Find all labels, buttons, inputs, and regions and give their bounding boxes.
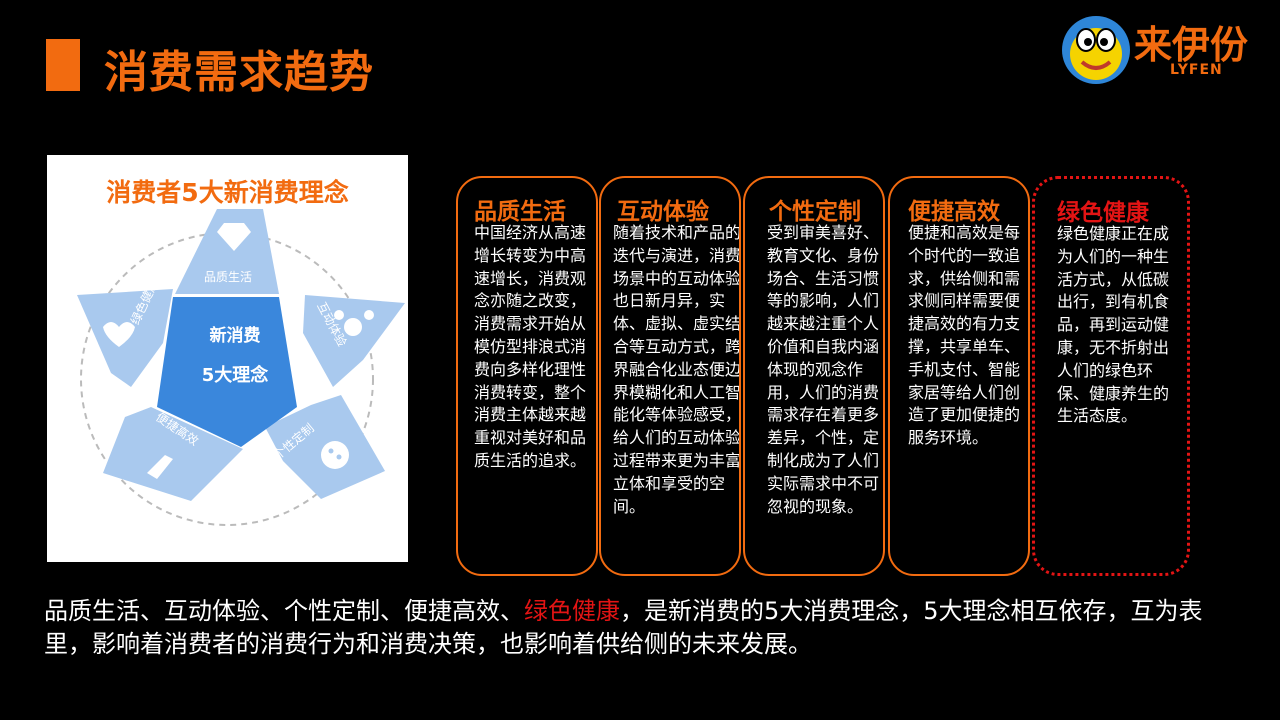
page-title: 消费需求趋势 <box>104 47 374 98</box>
center-pentagon <box>157 297 297 447</box>
center-label-2: 5大理念 <box>202 364 269 386</box>
card-body: 便捷和高效是每个时代的一致追求，供给侧和需求侧同样需要便捷高效的有力支撑，共享单… <box>908 223 1021 448</box>
card-title: 品质生活 <box>474 199 566 225</box>
center-label-1: 新消费 <box>210 325 261 346</box>
summary-part1: 品质生活、互动体验、个性定制、便捷高效、 <box>44 597 524 625</box>
petal-quality: 品质生活 <box>175 209 279 294</box>
rocket-icon <box>147 455 173 479</box>
petal-green: 绿色健康 <box>77 277 173 387</box>
concept-diagram: 消费者5大新消费理念 品质生活 互动体验 个性定制 便捷高效 <box>47 155 408 562</box>
petal-custom: 个性定制 <box>265 395 385 499</box>
pentagon-chart: 品质生活 互动体验 个性定制 便捷高效 绿色健康 新消费 5大理念 <box>77 209 405 526</box>
card-body: 绿色健康正在成为人们的一种生活方式，从低碳出行，到有机食品，再到运动健康，无不折… <box>1057 224 1170 426</box>
brand-sub: LYFEN <box>1170 62 1223 78</box>
summary-text: 品质生活、互动体验、个性定制、便捷高效、绿色健康，是新消费的5大消费理念，5大理… <box>44 595 1244 661</box>
mascot-icon <box>1062 16 1130 84</box>
diamond-icon <box>217 223 251 251</box>
people-network-icon <box>344 318 362 336</box>
card-title: 个性定制 <box>769 199 861 225</box>
diagram-title: 消费者5大新消费理念 <box>106 178 349 207</box>
title-accent-bar <box>46 39 80 91</box>
summary-part2: ，是新消费的5大消费理念，5大理念相互依存，互为表里，影响着消费者的消费行为和消… <box>44 597 1203 658</box>
summary-highlight: 绿色健康 <box>524 597 620 625</box>
card-body: 中国经济从高速增长转变为中高速增长，消费观念亦随之改变，消费需求开始从模仿型排浪… <box>474 223 587 470</box>
card-interaction: 互动体验 随着技术和产品的迭代与演进，消费场景中的互动体验也日新月异，实体、虚拟… <box>599 176 741 576</box>
card-quality: 品质生活 中国经济从高速增长转变为中高速增长，消费观念亦随之改变，消费需求开始从… <box>456 176 598 576</box>
card-title: 互动体验 <box>617 199 709 225</box>
card-custom: 个性定制 受到审美喜好、教育文化、身份场合、生活习惯等的影响，人们越来越注重个人… <box>743 176 885 576</box>
card-title: 便捷高效 <box>908 199 1000 225</box>
palette-icon <box>321 441 349 469</box>
petal-label-quality: 品质生活 <box>204 270 252 284</box>
card-convenient: 便捷高效 便捷和高效是每个时代的一致追求，供给侧和需求侧同样需要便捷高效的有力支… <box>888 176 1030 576</box>
heart-icon <box>103 322 135 347</box>
brand-name: 来伊份 <box>1134 23 1249 67</box>
petal-interaction: 互动体验 <box>303 295 405 387</box>
card-green: 绿色健康 绿色健康正在成为人们的一种生活方式，从低碳出行，到有机食品，再到运动健… <box>1032 176 1190 576</box>
card-title: 绿色健康 <box>1057 200 1149 226</box>
card-body: 随着技术和产品的迭代与演进，消费场景中的互动体验也日新月异，实体、虚拟、虚实结合… <box>613 223 741 516</box>
card-body: 受到审美喜好、教育文化、身份场合、生活习惯等的影响，人们越来越注重个人价值和自我… <box>767 223 880 516</box>
